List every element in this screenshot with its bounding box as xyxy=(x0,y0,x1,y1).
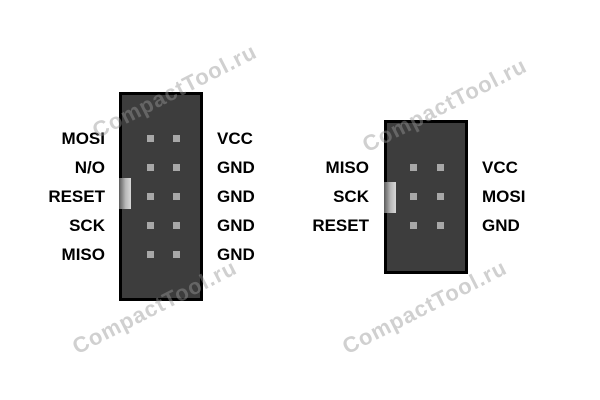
isp10-right-label: VCC xyxy=(217,129,253,148)
connector-pin xyxy=(410,222,417,229)
connector-pin xyxy=(147,164,154,171)
isp6-left-label: MISO xyxy=(325,158,369,177)
isp-6-key-notch xyxy=(384,182,396,213)
isp10-left-label: MOSI xyxy=(61,129,105,148)
connector-pin xyxy=(147,135,154,142)
isp10-left-label: N/O xyxy=(74,158,105,177)
isp6-left-label: SCK xyxy=(333,187,369,206)
connector-pin xyxy=(173,164,180,171)
isp6-right-label: MOSI xyxy=(482,187,526,206)
connector-pin xyxy=(437,193,444,200)
connector-pin xyxy=(147,251,154,258)
connector-pin xyxy=(437,164,444,171)
connector-pin xyxy=(437,222,444,229)
isp10-right-label: GND xyxy=(217,245,255,264)
isp10-right-label: GND xyxy=(217,187,255,206)
isp-10-key-notch xyxy=(119,178,131,209)
connector-pin xyxy=(410,193,417,200)
isp10-right-label: GND xyxy=(217,158,255,177)
isp10-left-label: RESET xyxy=(48,187,105,206)
connector-pin xyxy=(173,222,180,229)
connector-pin xyxy=(173,193,180,200)
isp10-left-label: SCK xyxy=(69,216,105,235)
isp6-right-label: VCC xyxy=(482,158,518,177)
connector-pin xyxy=(147,193,154,200)
connector-pin xyxy=(147,222,154,229)
isp6-right-label: GND xyxy=(482,216,520,235)
connector-pin xyxy=(173,135,180,142)
isp10-left-label: MISO xyxy=(61,245,105,264)
isp10-right-label: GND xyxy=(217,216,255,235)
connector-pin xyxy=(173,251,180,258)
isp6-left-label: RESET xyxy=(312,216,369,235)
connector-pin xyxy=(410,164,417,171)
